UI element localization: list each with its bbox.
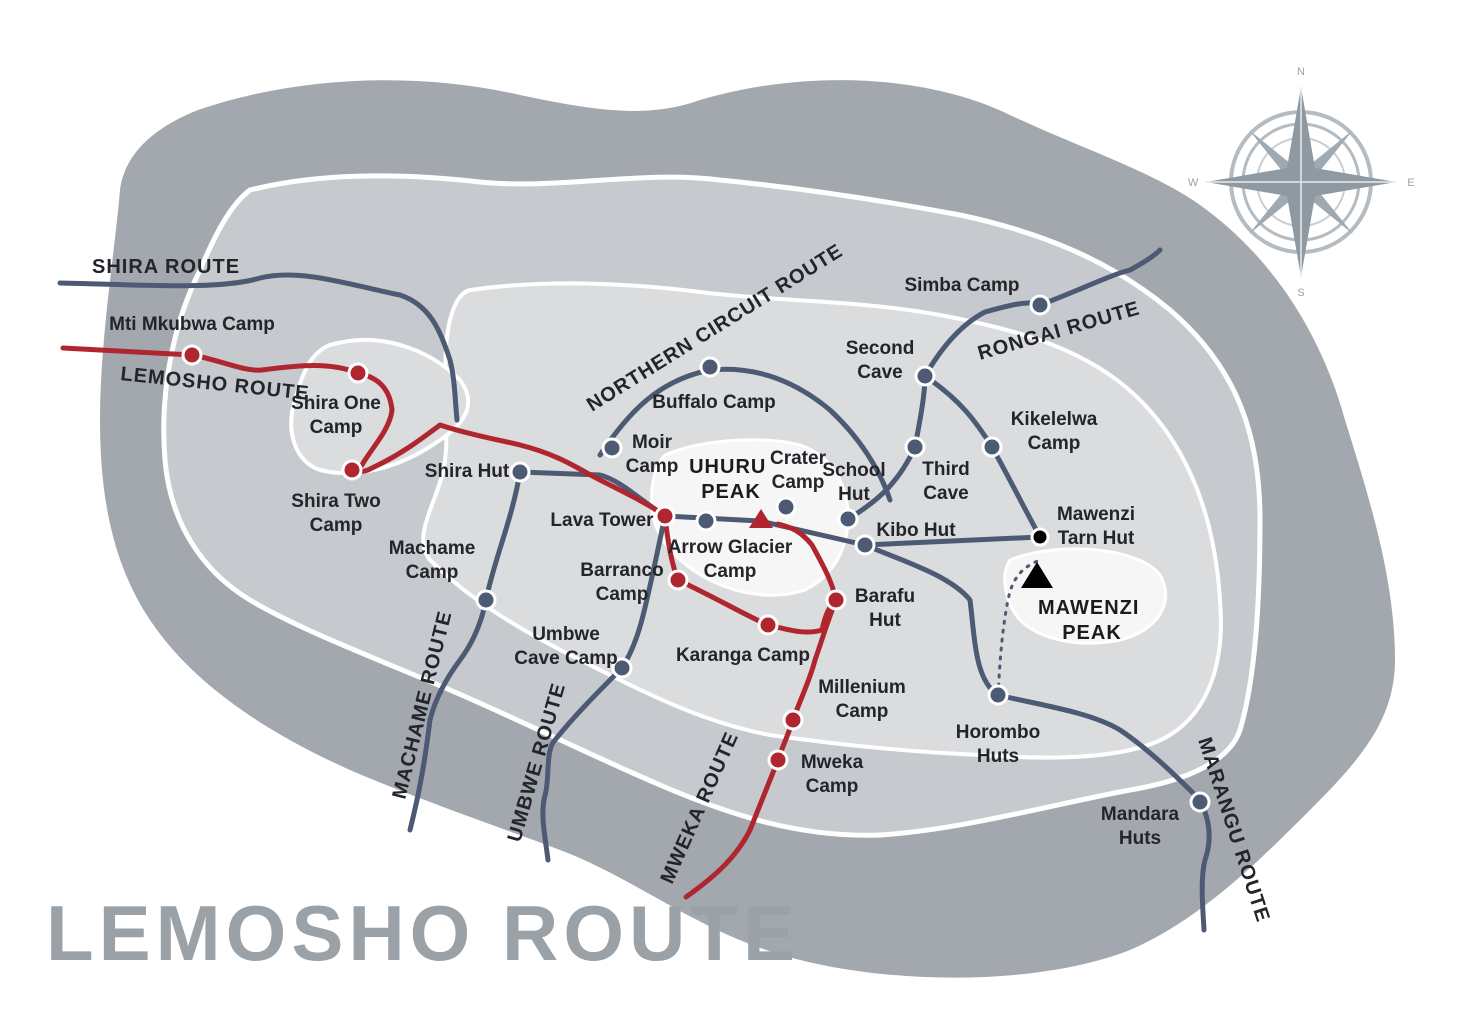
moir-marker [601, 437, 623, 459]
second-cave-marker [914, 365, 936, 387]
arrow-glacier-marker [695, 510, 717, 532]
mawenzi-peak-triangle [1021, 562, 1053, 588]
third-cave-marker [904, 436, 926, 458]
compass-s: S [1297, 287, 1304, 299]
school-hut-marker [837, 508, 859, 530]
simba-label: Simba Camp [904, 275, 1019, 296]
buffalo-label: Buffalo Camp [652, 392, 776, 413]
mawenzi-peak-label: MAWENZI PEAK [1038, 597, 1146, 644]
karanga-label: Karanga Camp [676, 645, 810, 666]
buffalo-marker [699, 356, 721, 378]
uhuru-peak-label: UHURU PEAK [689, 456, 773, 503]
marangu-route-line [862, 542, 1212, 933]
mti-mkubwa-label: Mti Mkubwa Camp [109, 314, 275, 335]
lava-tower-marker [654, 505, 676, 527]
map-title: LEMOSHO ROUTE [46, 889, 800, 977]
kikelelwa-marker [981, 436, 1003, 458]
umbwe-cave-marker [611, 657, 633, 679]
lava-tower-label: Lava Tower [550, 510, 654, 531]
mandara-marker [1189, 791, 1211, 813]
compass-arms-highlight [1206, 87, 1396, 277]
machame-route-line [407, 469, 523, 833]
compass-w: W [1188, 177, 1199, 189]
summit-snow [650, 438, 850, 597]
mawenzi-tarn-marker [1030, 527, 1050, 547]
mweka-route-line [683, 597, 839, 900]
mweka-marker [767, 749, 789, 771]
barranco-marker [667, 569, 689, 591]
northern-circuit-line [597, 366, 893, 503]
horombo-marker [987, 684, 1009, 706]
uhuru-peak-triangle [749, 509, 773, 528]
highlighted-route [60, 345, 839, 900]
compass-n: N [1297, 66, 1305, 78]
mti-mkubwa-marker [181, 344, 203, 366]
millenium-marker [782, 709, 804, 731]
compass-rose: N S E W [1188, 66, 1415, 299]
barafu-marker [825, 589, 847, 611]
karanga-marker [757, 614, 779, 636]
compass-e: E [1407, 177, 1414, 189]
shira-one-marker [347, 362, 369, 384]
shira-two-marker [341, 459, 363, 481]
crater-marker [775, 496, 797, 518]
mawenzi-trail [996, 558, 1042, 697]
camp-markers [181, 294, 1211, 813]
mawenzi-snow [1003, 547, 1168, 645]
kibo-hut-marker [854, 534, 876, 556]
simba-marker [1029, 294, 1051, 316]
kibo-hut-label: Kibo Hut [876, 520, 956, 541]
shira-route-line [57, 272, 460, 423]
lemosho-route-line [60, 345, 839, 635]
shira-hut-marker [509, 461, 531, 483]
umbwe-route-line [540, 513, 668, 863]
machame-marker [475, 589, 497, 611]
shira-hut-label: Shira Hut [425, 461, 510, 482]
shira-route-label: SHIRA ROUTE [92, 256, 240, 278]
